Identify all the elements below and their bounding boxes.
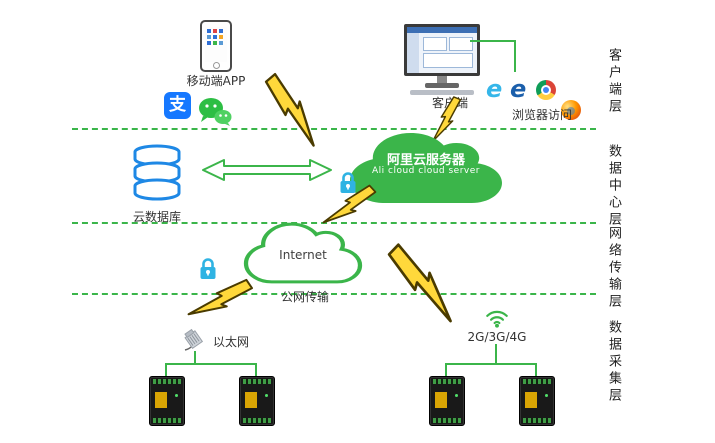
ali-cloud-icon bbox=[350, 133, 502, 203]
dtu-device-icon bbox=[429, 376, 465, 426]
cellular-label: 2G/3G/4G bbox=[467, 330, 527, 344]
wifi-icon bbox=[486, 310, 508, 328]
connector-line bbox=[165, 363, 167, 377]
layer-label-client: 客户端层 bbox=[606, 48, 621, 116]
layer-label-network: 网络传输层 bbox=[606, 226, 621, 311]
layer-label-acquisition: 数据采集层 bbox=[606, 320, 621, 405]
browser-access-label: 浏览器访问 bbox=[511, 108, 572, 122]
ie-browser-icon: e bbox=[486, 75, 503, 103]
connector-line bbox=[495, 344, 497, 364]
cloud-db-label: 云数据库 bbox=[132, 210, 181, 224]
security-lock-icon bbox=[200, 258, 216, 279]
connector-line bbox=[445, 363, 447, 377]
layer-divider-line bbox=[72, 128, 596, 130]
security-lock-icon bbox=[340, 172, 356, 193]
desktop-computer-icon bbox=[404, 24, 480, 95]
lightning-bolt-pc bbox=[432, 96, 462, 142]
ali-cloud-label-cn: 阿里云服务器 bbox=[386, 153, 465, 168]
layer-divider-line bbox=[72, 293, 596, 295]
connector-line bbox=[535, 363, 537, 377]
connector-line bbox=[194, 351, 196, 364]
cloud-database-icon bbox=[133, 144, 181, 201]
double-arrow bbox=[202, 159, 332, 181]
mobile-app-label: 移动端APP bbox=[186, 74, 246, 88]
dtu-device-icon bbox=[519, 376, 555, 426]
alipay-icon: 支 bbox=[164, 92, 191, 119]
lightning-bolt-cellular bbox=[387, 243, 452, 323]
chrome-browser-icon bbox=[536, 80, 556, 100]
connector-line bbox=[255, 363, 257, 377]
connector-line bbox=[445, 363, 537, 365]
ali-cloud-label-en: Ali cloud cloud server bbox=[372, 166, 480, 176]
layer-divider-line bbox=[72, 222, 596, 224]
dtu-device-icon bbox=[149, 376, 185, 426]
dtu-device-icon bbox=[239, 376, 275, 426]
ethernet-connector-icon bbox=[184, 328, 204, 351]
ethernet-label: 以太网 bbox=[212, 335, 249, 349]
internet-label: Internet bbox=[279, 248, 327, 262]
connector-line bbox=[514, 40, 516, 72]
lightning-bolt-mobile bbox=[264, 72, 315, 147]
internet-cloud-icon bbox=[243, 222, 363, 284]
connector-line bbox=[165, 363, 257, 365]
connector-line bbox=[470, 40, 516, 42]
firefox-browser-icon bbox=[561, 100, 581, 120]
alipay-glyph: 支 bbox=[169, 95, 186, 115]
lightning-bolt-ethernet bbox=[187, 278, 254, 316]
wechat-icon bbox=[199, 98, 232, 126]
layer-label-datacenter: 数据中心层 bbox=[606, 144, 621, 229]
mobile-phone-icon bbox=[200, 20, 232, 72]
public-transmission-label: 公网传输 bbox=[280, 290, 329, 304]
lightning-bolt-cloud bbox=[322, 184, 377, 224]
edge-browser-icon: e bbox=[510, 75, 527, 103]
